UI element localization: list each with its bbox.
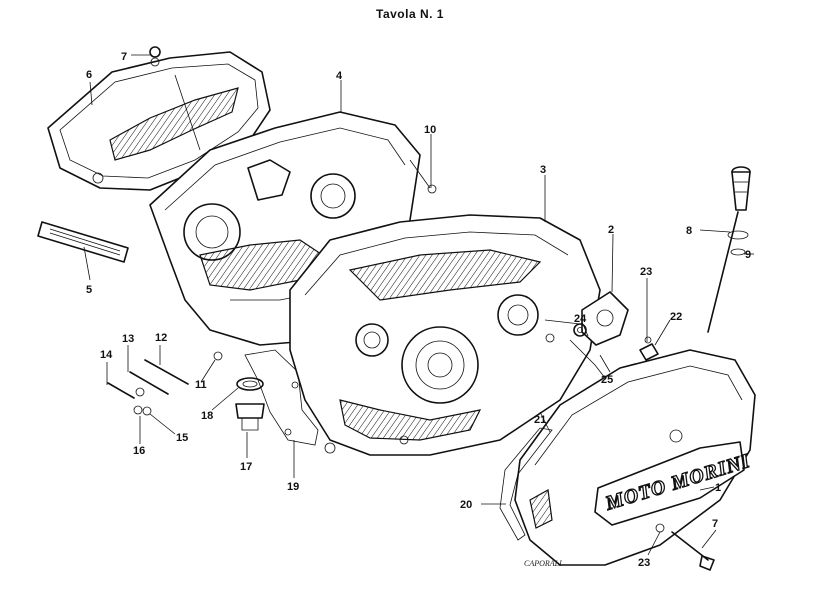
callout-10: 10: [424, 124, 436, 136]
tube: [37, 221, 129, 263]
page-title: Tavola N. 1: [376, 7, 444, 21]
drain-plug: [235, 377, 265, 431]
callout-7-top: 7: [121, 51, 127, 63]
callout-19: 19: [287, 481, 299, 493]
small-hardware: [569, 323, 659, 379]
leader-lines: [83, 54, 754, 556]
callout-2: 2: [608, 224, 614, 236]
artist-signature: CAPORALI: [524, 559, 562, 568]
callout-25: 23: [638, 557, 650, 569]
callout-labels: 7 6 4 10 3 2 8 9 5 23 22 24 25 21 1 20 7…: [86, 51, 751, 569]
callout-24: 25: [601, 374, 613, 386]
callout-15: 15: [176, 432, 188, 444]
callout-20: 20: [460, 499, 472, 511]
bolts: [149, 46, 715, 571]
gasket: [244, 349, 319, 446]
callout-12: 12: [155, 332, 167, 344]
callout-16: 16: [133, 445, 145, 457]
right-side-cover: MOTO MORINI: [514, 349, 756, 566]
callout-14: 14: [100, 349, 113, 361]
right-crankcase-half: [289, 214, 601, 456]
callout-8: 8: [686, 225, 692, 237]
callout-11: 11: [195, 379, 207, 391]
callout-7-bottom: 7: [712, 518, 718, 530]
callout-4: 4: [336, 70, 343, 82]
callout-1: 1: [715, 482, 721, 494]
callout-21: 21: [534, 414, 546, 426]
callout-13: 13: [122, 333, 134, 345]
callout-22: 22: [670, 311, 682, 323]
callout-23-top: 23: [640, 266, 652, 278]
callout-5: 5: [86, 284, 92, 296]
callout-17: 17: [240, 461, 252, 473]
callout-3: 3: [540, 164, 546, 176]
dipstick: [707, 166, 751, 333]
cover-gasket: [499, 427, 553, 541]
callout-9: 9: [745, 249, 751, 261]
callout-6: 6: [86, 69, 92, 81]
callout-23-mid: 24: [574, 313, 587, 325]
callout-18: 18: [201, 410, 213, 422]
studs-and-nuts: [107, 359, 189, 416]
